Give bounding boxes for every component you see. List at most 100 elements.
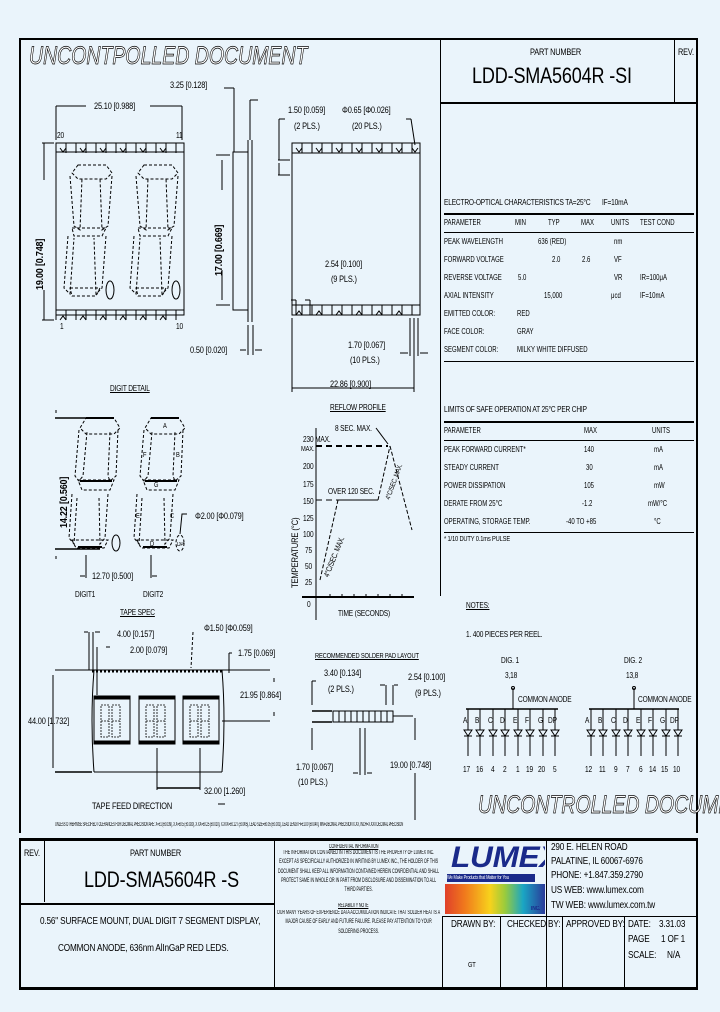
reflow-title: REFLOW PROFILE xyxy=(330,403,386,412)
lumex-logo: LUMEX We Make Products that Matter for Y… xyxy=(445,842,545,914)
divider xyxy=(44,840,45,902)
eo-header-row: PARAMETER MIN TYP MAX UNITS TEST COND xyxy=(444,218,675,227)
confidential-text: THE INFORMATION CONTAINED IN THIS DOCUME… xyxy=(278,850,440,894)
circuit-diagram xyxy=(463,686,683,756)
reflow-chart xyxy=(302,427,414,620)
front-outline-drawing xyxy=(42,87,428,392)
tb-rev-label: REV. xyxy=(24,848,40,858)
dim-width: 25.10 [0.988] xyxy=(94,101,135,111)
reliability-title: RELIABILITY NOTE xyxy=(338,903,369,909)
dig2-common-anode: COMMON ANODE xyxy=(638,695,692,704)
safe-op-row: PEAK FORWARD CURRENT* 140 mA xyxy=(444,445,663,454)
drawing-frame xyxy=(19,38,698,833)
dig1-title: DIG. 1 xyxy=(501,656,519,665)
reflow-ytick: 230 MAX. xyxy=(303,435,331,444)
solder-dim-pitch: 2.54 [0.100] xyxy=(408,672,446,682)
pin-10-label: 10 xyxy=(176,322,183,331)
divider xyxy=(442,916,698,917)
tw-web-link[interactable]: TW WEB: www.lumex.com.tw xyxy=(551,900,656,911)
segment-label-dp: DP xyxy=(177,542,184,548)
safe-op-row: STEADY CURRENT 30 mA xyxy=(444,463,663,472)
solder-pad-drawing xyxy=(311,680,416,820)
divider xyxy=(19,903,274,905)
reflow-ytick: MAX. xyxy=(301,446,315,453)
approved-by-label: APPROVED BY: xyxy=(566,919,625,930)
us-web-link[interactable]: US WEB: www.lumex.com xyxy=(551,885,644,896)
digit-pitch-dim: 12.70 [0.500] xyxy=(92,571,133,581)
solder-dim-1-qty: (2 PLS.) xyxy=(328,684,354,694)
address-2: PALATINE, IL 60067-6976 xyxy=(551,856,643,867)
eo-row: PEAK WAVELENGTH 636 (RED) nm xyxy=(444,237,623,246)
dim-pad-width-qty: (10 PLS.) xyxy=(350,355,380,365)
tape-spec-title: TAPE SPEC xyxy=(120,608,155,617)
divider xyxy=(546,840,547,988)
date-label: DATE: xyxy=(628,919,651,930)
eo-title: ELECTRO-OPTICAL CHARACTERISTICS TA=25°C xyxy=(444,198,591,207)
tape-dim-2: 2.00 [0.079] xyxy=(130,645,168,655)
reliability-text: OUR MANY YEARS OF EXPERIENCE DATA ACCUMU… xyxy=(277,910,441,935)
reflow-ytick: 75 xyxy=(305,546,312,555)
digit1-label: DIGIT1 xyxy=(75,590,96,599)
logo-text: LUMEX xyxy=(451,842,545,874)
divider xyxy=(440,102,698,104)
dig2-title: DIG. 2 xyxy=(624,656,642,665)
solder-dim-pad: 1.70 [0.067] xyxy=(296,762,334,772)
digit-detail-title: DIGIT DETAIL xyxy=(110,384,150,393)
dim-pitch: 2.54 [0.100] xyxy=(325,259,363,269)
dim-lead-dia: Φ0.65 [Φ0.026] xyxy=(342,105,391,115)
phone: PHONE: +1.847.359.2790 xyxy=(551,870,643,881)
tape-dim-edge: 1.75 [0.069] xyxy=(238,648,276,658)
dim-total-width: 22.86 [0.900] xyxy=(330,379,371,389)
watermark-bottom: UNCONTROLLED DOCUMENT xyxy=(478,791,720,820)
safe-op-row: DERATE FROM 25°C -1.2 mW/°C xyxy=(444,499,668,508)
eo-row: EMITTED COLOR: RED xyxy=(444,309,530,318)
safe-op-title: LIMITS OF SAFE OPERATION AT 25°C PER CHI… xyxy=(444,405,587,414)
tape-dim-4: 4.00 [0.157] xyxy=(117,629,155,639)
divider xyxy=(440,38,441,104)
reflow-annot-peak: 8 SEC. MAX. xyxy=(335,424,372,433)
solder-dim-pitch-qty: (9 PLS.) xyxy=(415,688,441,698)
divider xyxy=(562,916,563,988)
dp-diameter-dim: Φ2.00 [Φ0.079] xyxy=(195,511,244,521)
title-block xyxy=(19,838,698,990)
segment-label-g: G xyxy=(154,482,159,489)
notes-title: NOTES: xyxy=(466,601,490,610)
divider xyxy=(624,916,625,988)
safe-op-row: POWER DISSIPATION 105 mW xyxy=(444,481,665,490)
dim-lead-len: 1.50 [0.059] xyxy=(288,105,326,115)
dig1-common-anode: COMMON ANODE xyxy=(518,695,572,704)
tape-dim-center: 21.95 [0.864] xyxy=(240,690,281,700)
reflow-ytick: 0 xyxy=(307,600,311,609)
dim-top-offset: 3.25 [0.128] xyxy=(170,80,208,90)
eo-row: FORWARD VOLTAGE 2.0 2.6 VF xyxy=(444,255,622,264)
part-number: LDD-SMA5604R -SI xyxy=(472,63,632,88)
divider xyxy=(674,38,675,104)
solder-dim-span: 19.00 [0.748] xyxy=(390,760,431,770)
confidential-title: CONFIDENTIAL INFORMATION xyxy=(329,844,379,850)
logo-rainbow xyxy=(445,884,545,914)
segment-label-c: C xyxy=(170,513,174,520)
tape-dim-pitch: 32.00 [1.260] xyxy=(204,786,245,796)
dim-pad-width: 1.70 [0.067] xyxy=(348,340,386,350)
pin-11-label: 11 xyxy=(176,131,183,140)
part-number-label: PART NUMBER xyxy=(530,47,582,57)
divider xyxy=(440,104,441,596)
drawn-by-label: DRAWN BY: xyxy=(451,919,496,930)
safe-op-header-row: PARAMETER MAX UNITS xyxy=(444,426,670,435)
reflow-xlabel: TIME (SECONDS) xyxy=(338,609,391,618)
solder-dim-1: 3.40 [0.134] xyxy=(324,668,362,678)
eo-condition: IF=10mA xyxy=(602,198,628,207)
pin-1-label: 1 xyxy=(60,322,64,331)
page-value: 1 OF 1 xyxy=(661,934,686,945)
date-value: 3.31.03 xyxy=(659,919,686,930)
tape-dim-hole: Φ1.50 [Φ0.059] xyxy=(204,623,253,633)
safe-op-row: OPERATING, STORAGE TEMP. -40 TO +85 °C xyxy=(444,517,661,526)
solder-dim-pad-qty: (10 PLS.) xyxy=(298,777,328,787)
safe-op-footnote: * 1/10 DUTY 0.1ms PULSE xyxy=(444,536,510,543)
tape-feed-direction: TAPE FEED DIRECTION xyxy=(92,801,172,811)
logo-inc: INC. xyxy=(531,906,541,912)
reflow-annot-soak: OVER 120 SEC. xyxy=(328,487,375,496)
reflow-ytick: 150 xyxy=(303,497,314,506)
eo-row: FACE COLOR: GRAY xyxy=(444,327,534,336)
tb-part-number: LDD-SMA5604R -S xyxy=(84,867,239,892)
